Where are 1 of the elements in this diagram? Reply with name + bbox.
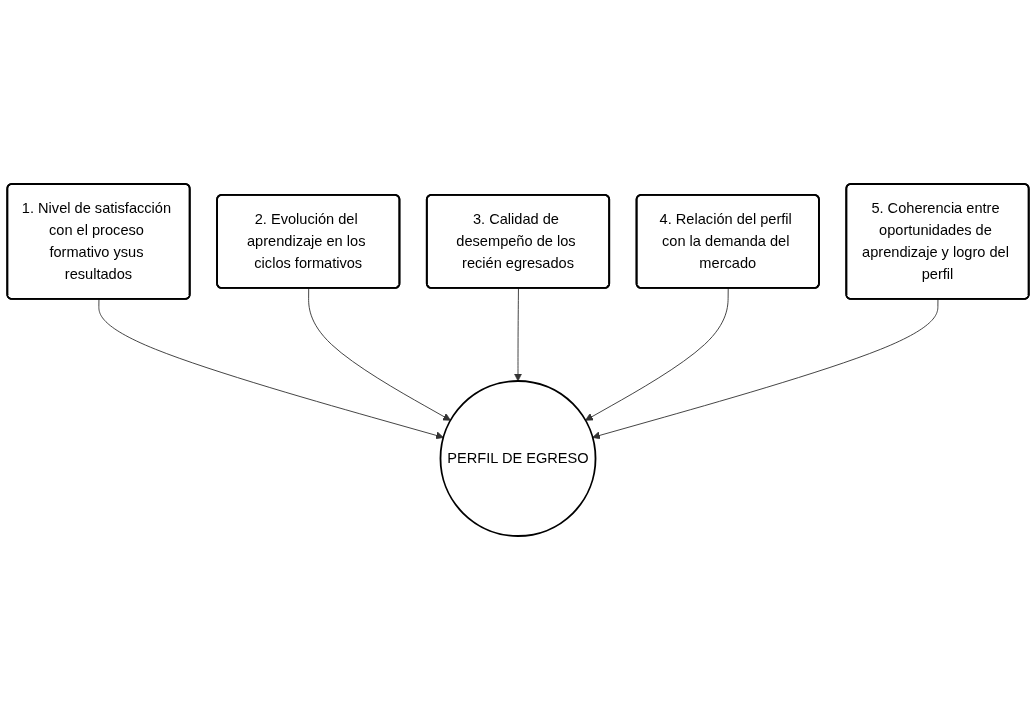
node-circle: PERFIL DE EGRESO (439, 380, 597, 537)
